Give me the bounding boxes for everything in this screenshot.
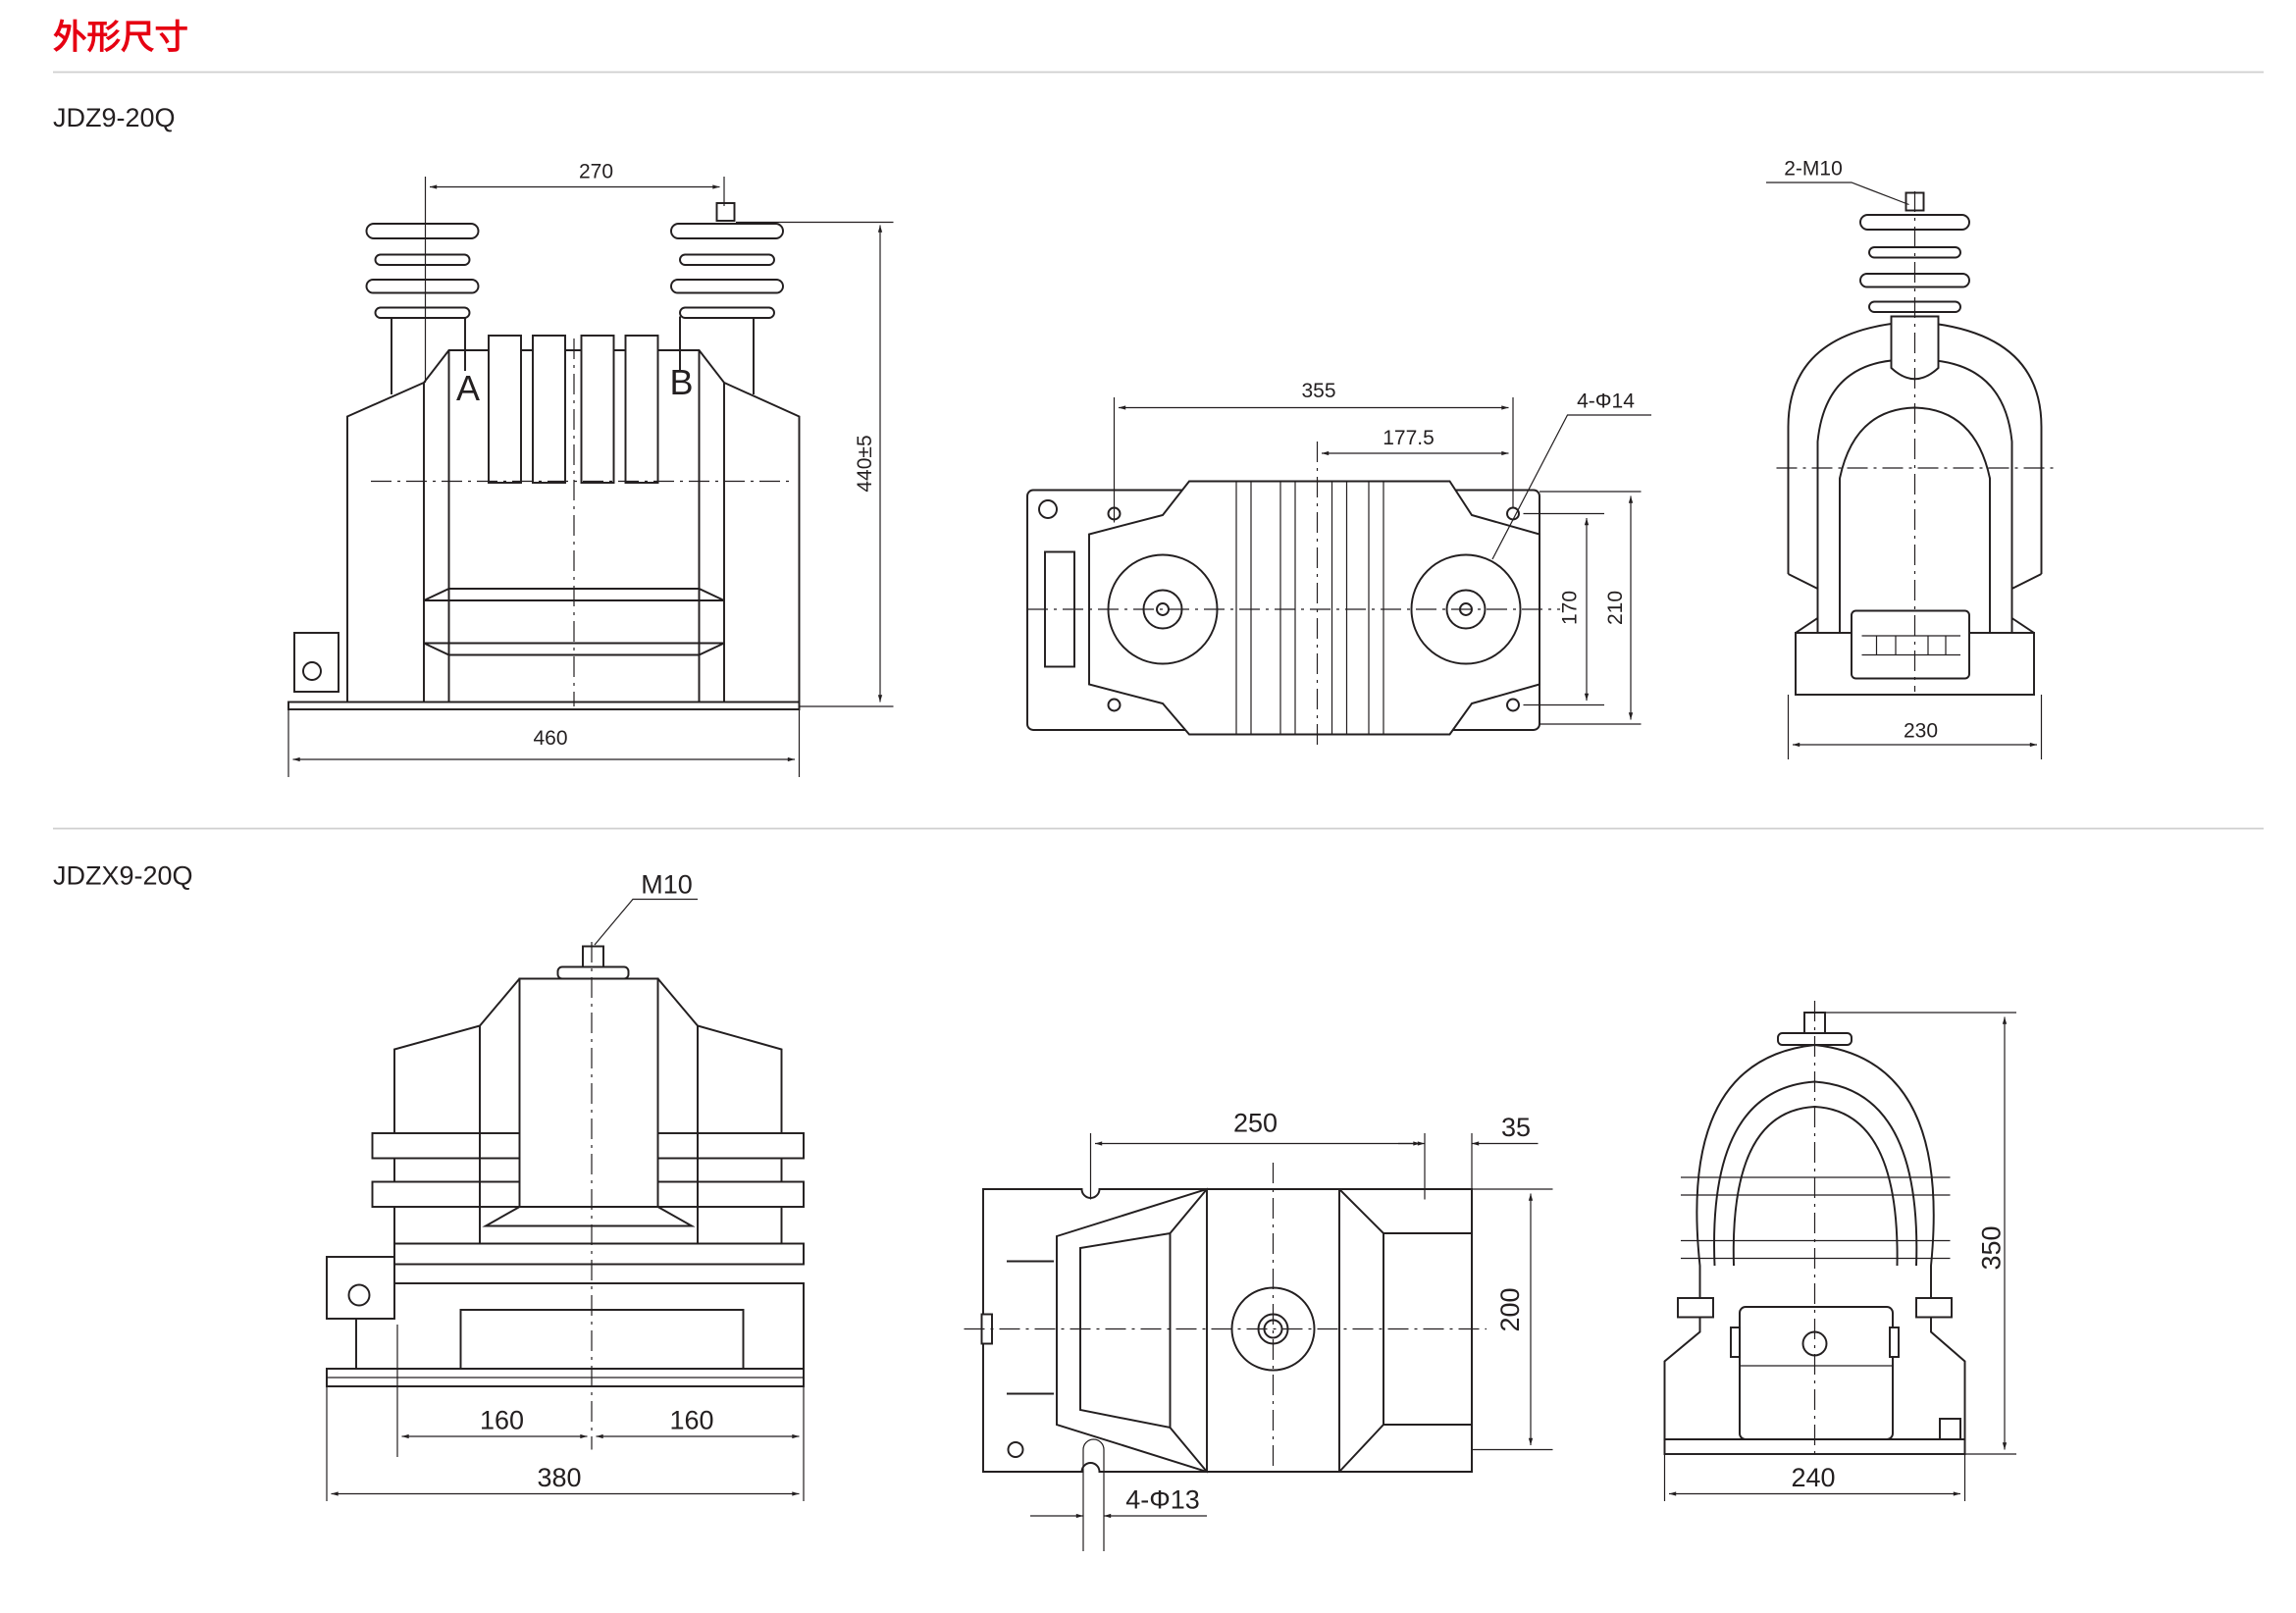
dim-250: 250: [1233, 1109, 1278, 1138]
dim-170: 170: [1559, 591, 1582, 625]
bolt-note-2-m10: 2-M10: [1784, 158, 1843, 181]
dim-460: 460: [533, 727, 567, 750]
dim-440: A: [456, 368, 480, 408]
dim-200: 200: [1495, 1287, 1525, 1331]
dim-440-5: 440±5: [854, 435, 876, 492]
dim-35: 35: [1501, 1113, 1531, 1142]
jdzx9-top-view: 250 35 200 4-Φ13: [964, 1109, 1553, 1551]
hole-note-4-phi14: 4-Φ14: [1577, 390, 1635, 413]
dim-380: 380: [537, 1463, 581, 1492]
bolt-note-m10: M10: [641, 870, 693, 900]
model-name-jdz9: JDZ9-20Q: [53, 103, 176, 132]
dim-240: 240: [1791, 1463, 1835, 1492]
jdzx9-side-view: 350 240: [1663, 1001, 2016, 1501]
dim-160-right: 160: [669, 1406, 713, 1435]
label-b: B: [669, 362, 693, 402]
jdz9-side-view: 2-M10 230: [1766, 158, 2054, 759]
dim-355: 355: [1301, 380, 1335, 402]
hole-note-4-phi13: 4-Φ13: [1125, 1485, 1200, 1515]
dim-210: 210: [1604, 591, 1627, 625]
insulator-right: [670, 202, 784, 319]
dim-177-5: 177.5: [1383, 427, 1435, 449]
dim-160-left: 160: [480, 1406, 524, 1435]
section-title: 外形尺寸: [53, 20, 188, 57]
jdz9-front-view: 270 A B 440±5 460: [287, 161, 894, 777]
model-name-jdzx9: JDZX9-20Q: [53, 861, 193, 891]
dim-230: 230: [1904, 720, 1938, 743]
jdzx9-front-view: M10 160 160 380: [326, 870, 805, 1501]
dim-270: 270: [579, 161, 613, 183]
insulator-left: [365, 223, 480, 319]
core-windings: [488, 335, 659, 484]
dim-350: 350: [1977, 1225, 2007, 1270]
jdz9-top-view: 355 177.5 4-Φ14 170 210: [1026, 380, 1651, 748]
